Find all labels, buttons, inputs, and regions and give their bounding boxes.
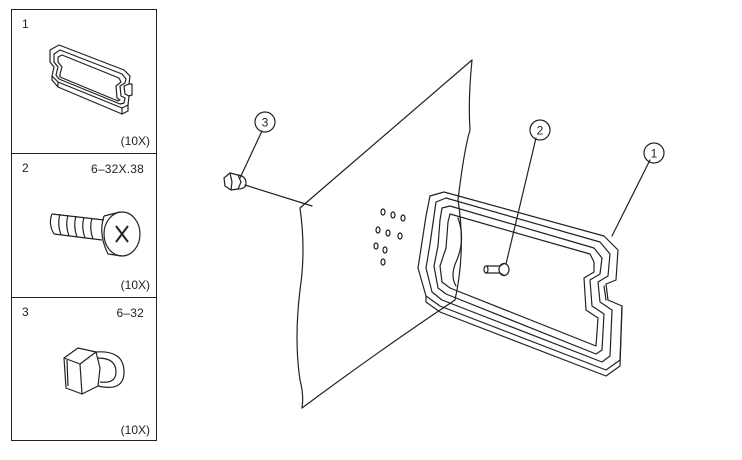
parts-list-row-1: 1 (10X)	[12, 10, 156, 153]
part-spec: 6–32X.38	[91, 162, 144, 176]
leader-line-2	[505, 137, 537, 265]
acorn-nut	[223, 172, 247, 191]
callout-label-2: 2	[537, 124, 544, 138]
part-number: 2	[22, 161, 29, 175]
part-quantity: (10X)	[120, 423, 150, 437]
assembly-axis-line	[244, 184, 313, 207]
pan-head-screw-icon	[49, 211, 141, 257]
hole-pattern	[373, 208, 406, 266]
leader-line-3	[239, 130, 263, 179]
acorn-nut-icon	[63, 347, 125, 395]
panel	[296, 59, 473, 409]
part-number: 3	[22, 305, 29, 319]
parts-list-row-2: 2 6–32X.38 (10X)	[12, 153, 156, 297]
part-number: 1	[22, 17, 29, 31]
screw	[483, 262, 510, 277]
parts-list-row-3: 3 6–32 (10X)	[12, 297, 156, 442]
leader-line-1	[611, 159, 651, 237]
gasket-frame-icon	[49, 44, 133, 115]
callout-label-3: 3	[262, 116, 269, 130]
callout-balloon-3	[254, 111, 276, 133]
callout-balloon-1	[643, 142, 665, 164]
part-quantity: (10X)	[120, 278, 150, 292]
callout-balloon-2	[529, 119, 551, 141]
callout-label-1: 1	[651, 147, 658, 161]
part-spec: 6–32	[116, 306, 144, 320]
gasket-frame	[417, 191, 623, 377]
parts-list: 1 (10X) 2 6–32X.38	[11, 9, 157, 441]
part-quantity: (10X)	[120, 134, 150, 148]
assembly-drawing: 1 2 3	[223, 59, 665, 409]
